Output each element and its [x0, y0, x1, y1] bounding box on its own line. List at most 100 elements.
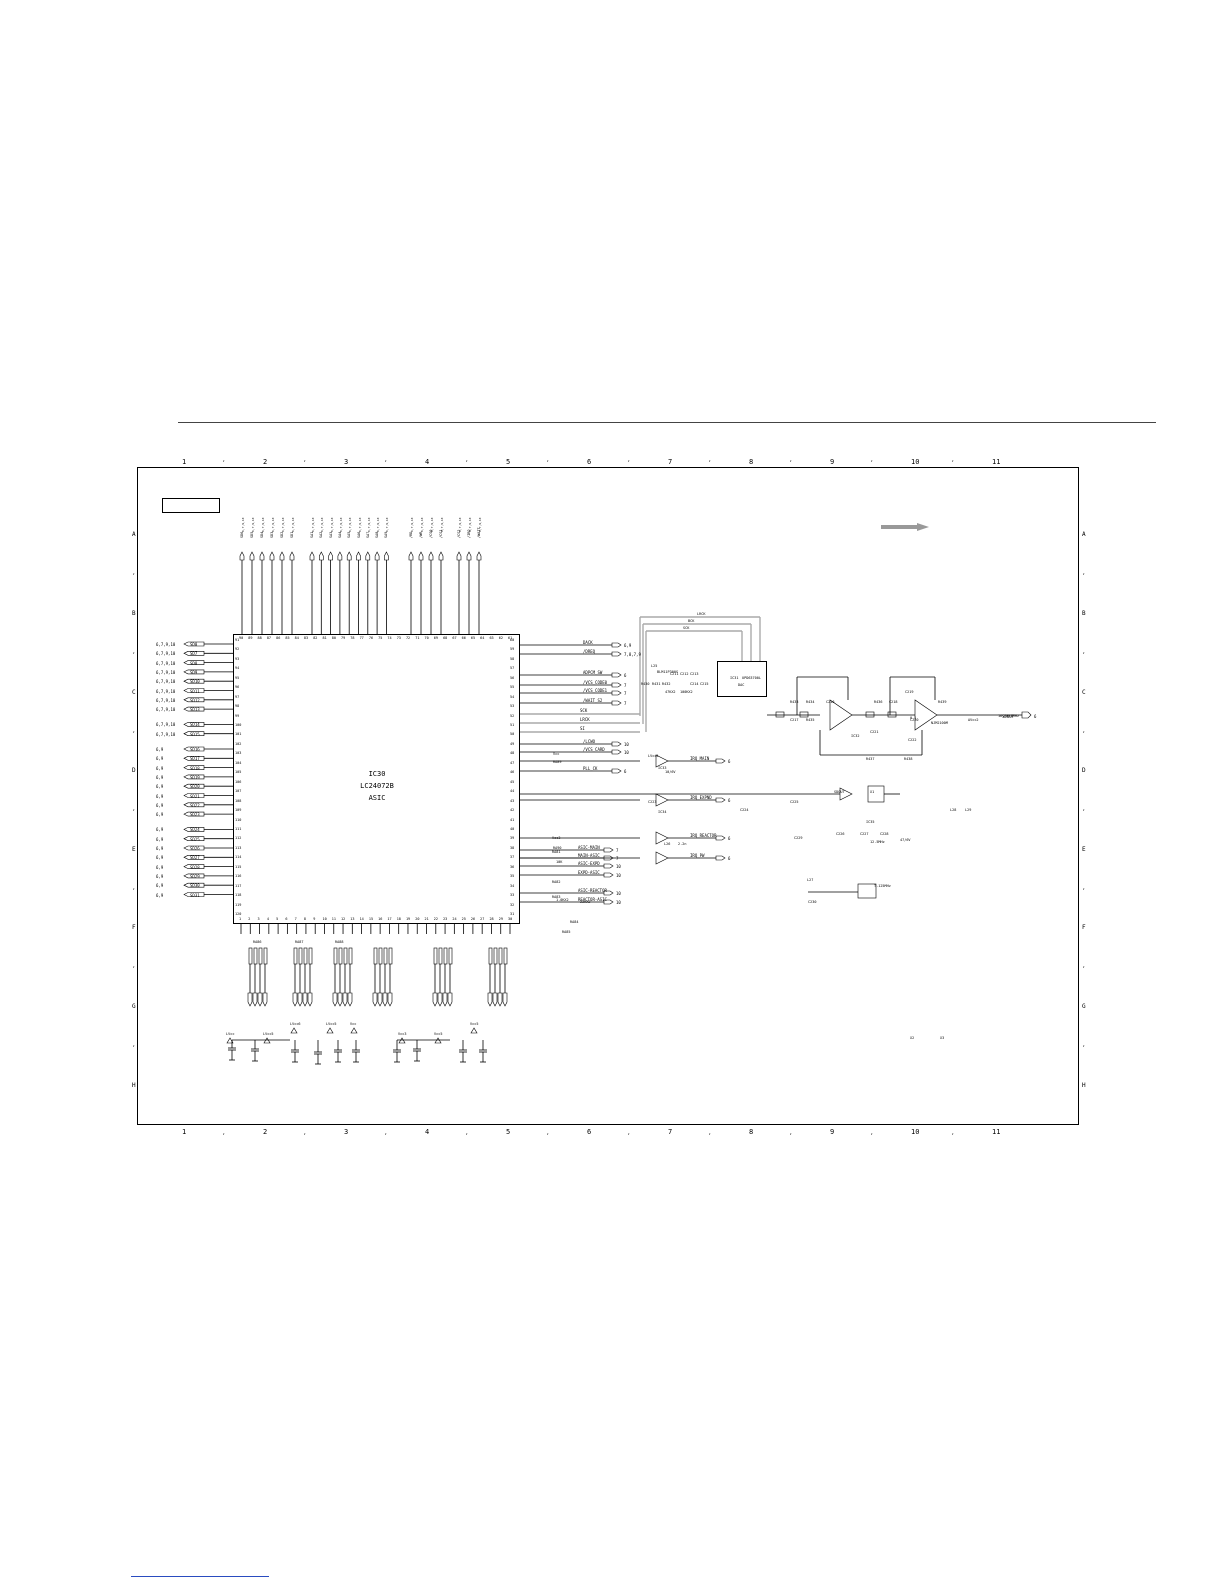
right-signal-ref: 10 — [616, 891, 621, 896]
column-label-bottom: 11 — [992, 1128, 1001, 1136]
top-signal-name: SA3 — [328, 531, 333, 538]
component-label: 22KX2 — [580, 900, 591, 904]
power-label: LVcc5 — [263, 1032, 274, 1036]
top-signal-connector — [289, 551, 295, 561]
right-signal-ref: 6 — [728, 798, 731, 803]
ic30-bottom-pin-number: 3 — [257, 917, 260, 921]
ic30-left-pin-number: 114 — [235, 855, 242, 860]
top-signal-name: SA5 — [347, 531, 352, 538]
component-label: X3 — [940, 1036, 945, 1040]
array-resistor — [383, 947, 388, 965]
array-connector — [387, 992, 393, 1007]
top-signal-name: SD5 — [250, 531, 254, 538]
resistor — [887, 711, 897, 718]
ic30-top-pin-number: 66 — [461, 636, 466, 640]
left-signal-name: SD23 — [190, 812, 200, 818]
resistor — [865, 711, 875, 718]
component-label: L29 — [965, 808, 972, 812]
top-signal-name: SD4 — [260, 531, 264, 538]
row-label-left: H — [132, 1082, 136, 1089]
array-resistor — [488, 947, 493, 965]
component-label: 1.0KX2 — [556, 898, 569, 902]
left-signal-name: SD18 — [190, 765, 200, 771]
left-signal-connector — [183, 697, 205, 703]
ic30-top-pin-number: 74 — [387, 636, 392, 640]
column-tick-bottom: , — [303, 1129, 307, 1136]
top-signal-ref: 6,7,9,10 — [348, 517, 353, 532]
ic30-right-pin-number: 57 — [510, 666, 515, 671]
bus-label-bck: BCK — [688, 619, 695, 623]
ic30-bottom-pin-number: 20 — [415, 917, 420, 921]
component-label: C223 — [648, 800, 657, 804]
array-connector — [447, 992, 453, 1007]
right-signal-ref: 6 — [728, 759, 731, 764]
component-label: R430 — [641, 682, 650, 686]
ic30-bottom-pin-number: 13 — [350, 917, 355, 921]
ic30-bottom-pin-number: 4 — [266, 917, 269, 921]
ic30-bottom-pin-number: 5 — [276, 917, 279, 921]
footer-link-underline[interactable] — [131, 1576, 269, 1577]
right-signal-connector — [611, 642, 622, 648]
left-signal-name: SD19 — [190, 774, 200, 780]
array-connector — [432, 992, 438, 1007]
page-top-rule — [178, 422, 1156, 423]
right-bus-signal-name: SCK — [580, 708, 588, 713]
ic30-bottom-pin-number: 26 — [470, 917, 476, 921]
power-label: LVcc5 — [326, 1022, 337, 1026]
top-signal-connector — [418, 551, 424, 561]
ic30-top-pin-number: 65 — [470, 636, 476, 640]
top-signal-ref: 6,7,9,10 — [478, 517, 482, 532]
ic30-right-pin-number: 36 — [510, 864, 515, 869]
ic30-top-pin-number: 76 — [368, 636, 374, 640]
right-signal-name: ADPCM_SW — [583, 670, 603, 675]
left-signal-ref: 6,7,9,10 — [156, 642, 176, 647]
ic30-top-pin-number: 90 — [239, 636, 244, 640]
left-signal-ref: 6,9 — [156, 846, 164, 851]
left-signal-name: SD30 — [190, 883, 200, 889]
ic30-left-pin-number: 96 — [235, 685, 240, 690]
top-signal-ref: 6,7,9,10 — [311, 517, 315, 532]
left-signal-connector — [183, 802, 205, 808]
left-signal-connector — [183, 854, 205, 860]
output-signal-label: SDOUT — [1002, 714, 1015, 719]
array-resistor — [348, 947, 353, 965]
ic30-top-pin-number: 75 — [378, 636, 383, 640]
top-signal-name: SD2 — [280, 531, 284, 538]
left-signal-ref: 6,9 — [156, 802, 164, 808]
column-label-top: 1 — [182, 458, 187, 466]
array-resistor — [378, 947, 383, 965]
component-label: RA88 — [335, 940, 344, 944]
ic30-left-pin-number: 103 — [235, 751, 242, 756]
column-label-bottom: 4 — [425, 1128, 430, 1136]
right-signal-name: /VCS_CARD — [583, 747, 605, 752]
left-signal-ref: 6,7,9,10 — [156, 669, 176, 675]
array-connector — [487, 992, 493, 1007]
array-resistor — [298, 947, 303, 965]
array-resistor — [498, 947, 503, 965]
component-label: C213 — [690, 672, 699, 676]
ic30-bottom-pin-number: 15 — [368, 917, 374, 921]
ic30-right-pin-number: 58 — [510, 656, 515, 661]
left-signal-name: SD28 — [190, 864, 200, 870]
ic30-right-pin-number: 44 — [510, 789, 515, 794]
ic30-top-pin-number: 69 — [433, 636, 438, 640]
array-connector — [302, 992, 308, 1007]
component-label: 100KX2 — [680, 690, 693, 694]
component-label: RA90 — [553, 846, 562, 850]
row-tick-left: , — [132, 648, 136, 655]
right-signal-connector — [611, 651, 622, 657]
left-signal-name: SD27 — [190, 855, 200, 861]
ic30-left-pin-number: 91 — [235, 638, 240, 642]
ic30-right-pin-number: 51 — [510, 723, 515, 728]
column-tick-top: , — [222, 456, 226, 463]
right-signal-ref: 6 — [624, 673, 627, 678]
resistor — [799, 711, 809, 718]
right-signal-ref: 6 — [728, 836, 731, 841]
component-label: Vcc — [553, 752, 560, 756]
top-signal-connector — [466, 551, 472, 561]
right-signal-connector — [603, 890, 614, 896]
row-tick-left: , — [132, 962, 136, 969]
ic30-right-pin-number: 55 — [510, 685, 515, 690]
left-signal-connector — [183, 864, 205, 869]
ic30-top-pin-number: 89 — [248, 636, 253, 640]
